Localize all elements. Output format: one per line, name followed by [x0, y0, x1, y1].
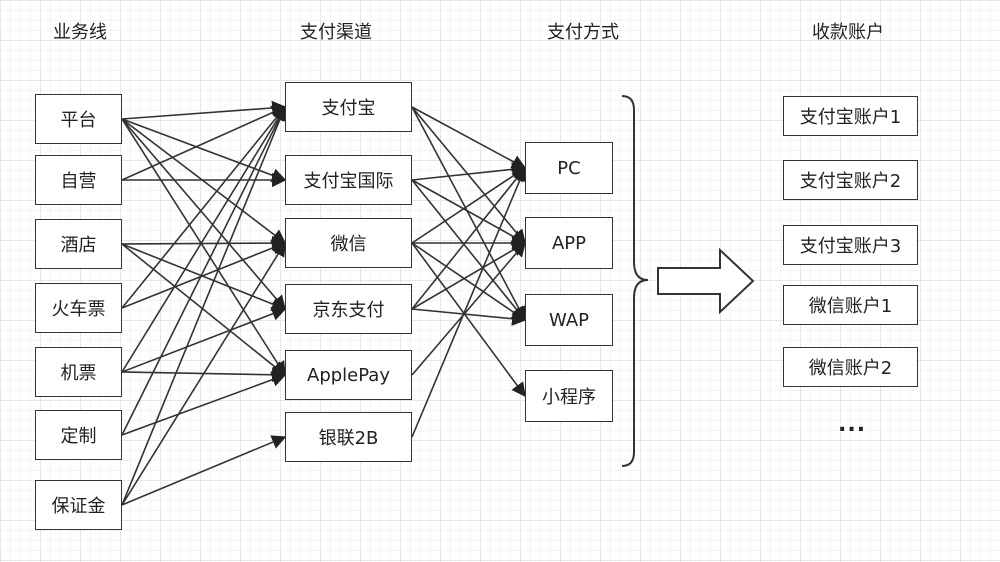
business_lines-node: 保证金 — [35, 480, 122, 530]
connector-arrow — [411, 241, 526, 376]
methods-node: PC — [525, 142, 613, 194]
connector-arrow — [411, 242, 527, 321]
header-method: 支付方式 — [547, 22, 619, 43]
business_lines-node: 平台 — [35, 94, 122, 144]
channels-node: 京东支付 — [285, 284, 412, 334]
connector-arrow — [121, 105, 287, 181]
connector-arrow — [411, 162, 527, 181]
connector-arrow — [411, 166, 526, 310]
edges-layer — [121, 100, 527, 506]
methods-node: WAP — [525, 294, 613, 346]
header-account: 收款账户 — [812, 22, 884, 43]
accounts-node: 微信账户1 — [783, 285, 918, 325]
channels-node: 银联2B — [285, 412, 412, 462]
accounts-node: 支付宝账户1 — [783, 96, 918, 136]
business_lines-node: 机票 — [35, 347, 122, 397]
connector-arrow — [121, 118, 286, 377]
connector-arrow — [121, 118, 287, 244]
header-business: 业务线 — [53, 22, 107, 43]
channels-node: 支付宝国际 — [285, 155, 412, 205]
connector-arrow — [411, 106, 526, 245]
connector-arrow — [121, 372, 287, 436]
business_lines-node: 自营 — [35, 155, 122, 205]
accounts-ellipsis: ... — [838, 412, 867, 437]
connector-arrow — [121, 105, 286, 436]
connector-arrow — [121, 306, 287, 373]
connector-arrow — [121, 435, 287, 506]
connector-arrow — [411, 179, 527, 244]
connector-arrow — [121, 235, 287, 251]
accounts-node: 微信账户2 — [783, 347, 918, 387]
header-channel: 支付渠道 — [300, 22, 372, 43]
connector-arrow — [121, 241, 286, 506]
connector-arrow — [121, 100, 287, 120]
connector-arrow — [411, 242, 527, 310]
connector-arrow — [121, 243, 287, 311]
connector-arrow — [121, 118, 287, 183]
curly-brace — [621, 95, 649, 467]
methods-node: 小程序 — [525, 370, 613, 422]
connector-arrow — [121, 118, 286, 311]
connector-arrow — [121, 105, 286, 309]
accounts-node: 支付宝账户3 — [783, 225, 918, 265]
business_lines-node: 火车票 — [35, 283, 122, 333]
connector-arrow — [411, 106, 527, 169]
accounts-node: 支付宝账户2 — [783, 160, 918, 200]
channels-node: ApplePay — [285, 350, 412, 400]
connector-arrow — [411, 106, 526, 322]
connector-arrow — [411, 167, 527, 244]
big-right-arrow-icon — [657, 247, 755, 315]
channels-node: 微信 — [285, 218, 412, 268]
methods-node: APP — [525, 217, 613, 269]
connector-arrow — [121, 241, 287, 309]
connector-arrow — [411, 242, 526, 398]
business_lines-node: 酒店 — [35, 219, 122, 269]
connector-arrow — [411, 308, 527, 326]
connector-arrow — [121, 243, 287, 376]
connector-arrow — [411, 179, 526, 322]
connector-arrow — [121, 105, 287, 506]
channels-node: 支付宝 — [285, 82, 412, 132]
connector-arrow — [121, 105, 286, 373]
connector-arrow — [411, 166, 527, 438]
business_lines-node: 定制 — [35, 410, 122, 460]
